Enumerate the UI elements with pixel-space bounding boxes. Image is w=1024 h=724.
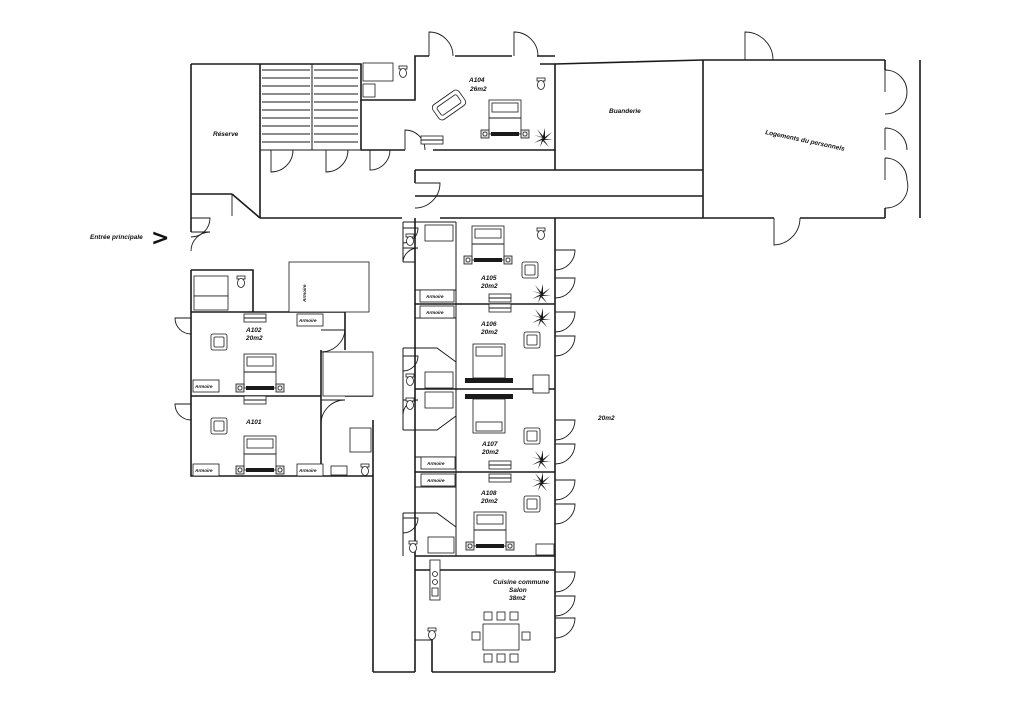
bathtub-a107: [424, 391, 454, 409]
armoire-label: Armoire: [425, 294, 444, 299]
bed-a102: [235, 353, 285, 393]
chair-a108: [523, 495, 541, 513]
bathtub-a106: [424, 371, 454, 389]
plant-a106: [532, 308, 551, 327]
armoire-label: Armoire: [194, 384, 213, 389]
room-a102-area: 20m2: [245, 335, 263, 342]
toilet-a108: [408, 540, 418, 553]
armoire-label-vertical: Armoire: [302, 284, 307, 303]
chair-a102: [210, 333, 228, 351]
room-a108-area: 20m2: [480, 498, 498, 505]
armoire-label: Armoire: [426, 478, 445, 483]
room-buanderie-label: Buanderie: [609, 108, 641, 115]
room-a106-name: A106: [480, 321, 497, 328]
toilet-a104: [398, 65, 408, 78]
walls: [190, 55, 921, 673]
armoire-label: Armoire: [298, 318, 317, 323]
bed-a107: [465, 394, 513, 434]
toilet-a101: [360, 463, 370, 476]
desk-a106: [488, 303, 512, 313]
room-cuisine-area: 38m2: [509, 595, 526, 602]
room-a101-name: A101: [245, 419, 262, 426]
sink-a108: [535, 543, 555, 556]
labels: Entrée principale > Réserve Buanderie Lo…: [90, 77, 846, 602]
room-a105-area: 20m2: [480, 283, 498, 290]
desk-a107: [488, 460, 512, 470]
toilet-a107: [405, 397, 415, 410]
sink-kitchen: [427, 627, 437, 640]
desk-a108: [488, 473, 512, 483]
room-salon-name: Salon: [509, 587, 527, 594]
furniture: [210, 65, 555, 663]
room-a105-name: A105: [480, 275, 497, 282]
room-a104-name: A104: [468, 77, 485, 84]
sofa-a104: [431, 89, 467, 121]
toilet-a102: [236, 275, 246, 288]
dining-table: [471, 611, 531, 663]
chair-a101: [210, 417, 228, 435]
wardrobes: Armoire Armoire Armoire Armoire Armoire …: [192, 284, 456, 487]
kitchen-counter: [429, 559, 441, 601]
armoire-label: Armoire: [426, 461, 445, 466]
armoire-label: Armoire: [194, 468, 213, 473]
room-cuisine-name: Cuisine commune: [493, 579, 549, 586]
room-a106-area: 20m2: [480, 329, 498, 336]
doors: [174, 31, 909, 641]
room-a102-name: A102: [245, 327, 262, 334]
room-a107-area: 20m2: [481, 449, 499, 456]
armoire-label: Armoire: [298, 468, 317, 473]
room-logements-label: Logements du personnels: [765, 129, 846, 153]
room-a108-name: A108: [480, 490, 497, 497]
desk-a105: [488, 293, 512, 303]
corridor-area-label: 20m2: [597, 415, 615, 422]
bed-a105: [463, 225, 513, 265]
sink-a105: [536, 227, 546, 240]
sink-a101: [330, 465, 348, 476]
desk-a101: [243, 395, 267, 405]
desk-a104: [420, 135, 444, 145]
room-a104-area: 26m2: [469, 86, 487, 93]
sink-a106: [532, 374, 550, 394]
entrance-arrow-icon: >: [151, 226, 169, 251]
plant-a105: [532, 284, 551, 303]
chair-a106: [523, 331, 541, 349]
plant-a108: [532, 472, 551, 491]
chair-a107: [523, 427, 541, 445]
bed-a101: [235, 435, 285, 475]
bathtub-a108: [427, 536, 455, 554]
plant-a104: [534, 128, 553, 147]
plant-a107: [532, 450, 551, 469]
bed-a108: [465, 511, 515, 551]
entrance-label: Entrée principale: [90, 234, 143, 241]
toilet-a105: [405, 233, 415, 246]
room-reserve-label: Réserve: [213, 131, 239, 138]
chair-a105: [521, 261, 539, 279]
bathtub-a105: [424, 224, 454, 242]
bed-a106: [465, 343, 513, 383]
bed-a104: [480, 99, 530, 139]
toilet-a106: [405, 373, 415, 386]
desk-a102: [243, 313, 267, 323]
room-a107-name: A107: [481, 441, 498, 448]
toilet-a104-b: [536, 77, 546, 90]
armoire-label: Armoire: [425, 310, 444, 315]
parking-bays: [260, 64, 360, 151]
